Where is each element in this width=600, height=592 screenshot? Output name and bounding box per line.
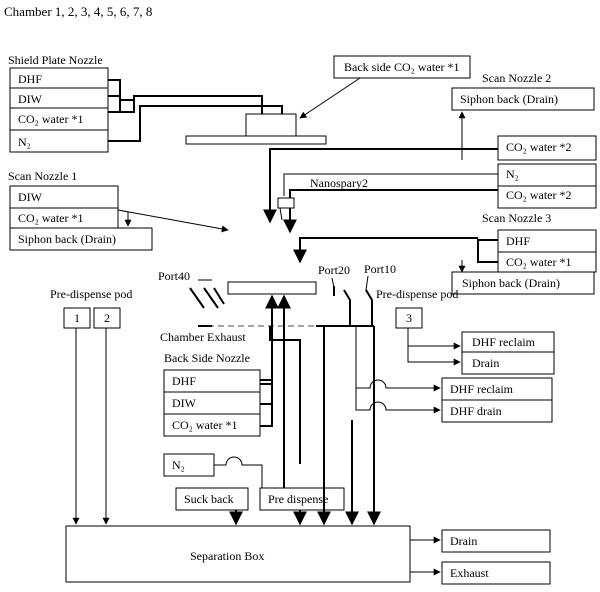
scan-nozzle-3: DHF CO₂ water *1 Siphon back (Drain) xyxy=(451,229,597,295)
pod-3-drain xyxy=(407,328,461,366)
scan-nozzle-1: DIW CO₂ water *1 Siphon back (Drain) xyxy=(9,185,153,251)
shield-pipe xyxy=(133,95,269,142)
back-side-nozzle-dhf: DHF xyxy=(172,374,196,388)
scan-nozzle-3-pipe xyxy=(293,237,478,264)
drain-group-2-drain: DHF drain xyxy=(450,404,502,418)
back-side-nozzle-pipes xyxy=(260,379,273,427)
pre-dispense-pod-right-label: Pre-dispense pod xyxy=(376,287,458,301)
scan-nozzle-3-dhf: DHF xyxy=(506,234,530,248)
back-side-co2-box xyxy=(333,55,471,79)
shield-plate-head xyxy=(245,113,297,137)
port10-pointer xyxy=(365,275,369,291)
shield-pipe xyxy=(108,79,135,113)
drain-group-1-box xyxy=(461,351,555,375)
pre-dispense-label: Pre dispense xyxy=(268,492,328,506)
n2-label: N₂ xyxy=(172,458,185,472)
scan-nozzle-3-pipe xyxy=(477,239,498,263)
port20-label: Port20 xyxy=(318,263,350,277)
port20-pointer xyxy=(331,277,335,289)
right-supply-n2: N₂ xyxy=(506,167,519,181)
drain-group-1-drain: Drain xyxy=(472,356,499,370)
suck-back-label: Suck back xyxy=(184,492,234,506)
supply-pipe-co2 xyxy=(263,148,498,224)
port40-label: Port40 xyxy=(158,269,190,283)
port-pipes-right xyxy=(333,286,373,326)
back-side-co2-arrow xyxy=(299,77,361,119)
separation-box-label: Separation Box xyxy=(190,549,264,563)
suck-back-box xyxy=(175,487,249,511)
nanospray-head xyxy=(277,197,295,209)
scan-nozzle-3-co2: CO₂ water *1 xyxy=(506,255,572,269)
back-side-co2-label: Back side CO₂ water *1 xyxy=(344,60,460,74)
port10-label: Port10 xyxy=(364,262,396,276)
output-drain-label: Drain xyxy=(450,534,477,548)
separation-box xyxy=(65,525,411,583)
pod-3-box xyxy=(395,307,423,329)
port40-pipes xyxy=(189,287,225,309)
output-drain-box xyxy=(441,529,551,553)
right-supply-co2-2: CO₂ water *2 xyxy=(506,188,572,202)
scan-nozzle-2-title: Scan Nozzle 2 xyxy=(482,71,551,85)
shield-item-diw: DIW xyxy=(18,92,43,106)
shield-item-dhf: DHF xyxy=(18,72,42,86)
back-side-nozzle-co2: CO₂ water *1 xyxy=(172,418,238,432)
scan-nozzle-1-siphon: Siphon back (Drain) xyxy=(18,232,116,246)
shield-plate-nozzle: DHF DIW CO₂ water *1 N₂ xyxy=(9,67,109,153)
scan-nozzle-3-title: Scan Nozzle 3 xyxy=(482,211,551,225)
pod-2-box xyxy=(93,307,121,329)
supply-pipe-n2 xyxy=(283,173,498,196)
drain-group-1-reclaim: DHF reclaim xyxy=(472,335,536,349)
dhf-reclaim-line xyxy=(355,326,441,392)
dhf-drain-line xyxy=(355,388,441,414)
pod-2-label: 2 xyxy=(104,311,110,325)
drain-group-2-box xyxy=(441,399,553,423)
scan-nozzle-3-box xyxy=(451,271,595,295)
shield-plate xyxy=(185,135,327,145)
back-side-nozzle-title: Back Side Nozzle xyxy=(164,351,250,365)
nanospray-nozzle xyxy=(279,207,283,221)
right-supply-co2-1: CO₂ water *2 xyxy=(506,140,572,154)
right-supply: CO₂ water *2 N₂ CO₂ water *2 xyxy=(497,135,597,209)
right-supply-box xyxy=(497,185,597,209)
scan-nozzle-1-diw: DIW xyxy=(18,190,43,204)
shield-item-co2: CO₂ water *1 xyxy=(18,112,84,126)
scan-nozzle-1-co2: CO₂ water *1 xyxy=(18,211,84,225)
supply-pipe-co2-2 xyxy=(289,189,498,198)
scan-nozzle-1-box xyxy=(9,227,153,251)
chamber-exhaust-label: Chamber Exhaust xyxy=(160,330,246,344)
n2-line xyxy=(214,456,263,496)
nanospray-label: Nanospary2 xyxy=(310,176,368,190)
scan-nozzle-1-arrow xyxy=(117,209,229,233)
scan-nozzle-1-title: Scan Nozzle 1 xyxy=(8,169,77,183)
pod-1-label: 1 xyxy=(74,311,80,325)
scan-nozzle-2-siphon-label: Siphon back (Drain) xyxy=(460,92,558,106)
pod-1-box xyxy=(63,307,91,329)
output-exhaust-label: Exhaust xyxy=(450,566,489,580)
back-side-nozzle-diw: DIW xyxy=(172,396,197,410)
pre-dispense-pod-left-label: Pre-dispense pod xyxy=(50,287,132,301)
output-exhaust-box xyxy=(441,561,551,585)
pod-3-label: 3 xyxy=(406,311,412,325)
drain-group-2-reclaim: DHF reclaim xyxy=(450,382,514,396)
wafer-stage xyxy=(227,281,317,295)
shield-item-n2: N₂ xyxy=(18,135,31,149)
back-side-nozzle: DHF DIW CO₂ water *1 xyxy=(163,369,261,437)
diagram-title: Chamber 1, 2, 3, 4, 5, 6, 7, 8 xyxy=(4,4,152,19)
scan-nozzle-3-siphon: Siphon back (Drain) xyxy=(462,276,560,290)
scan-nozzle-2-siphon-box xyxy=(451,87,595,111)
shield-plate-nozzle-title: Shield Plate Nozzle xyxy=(8,53,103,67)
